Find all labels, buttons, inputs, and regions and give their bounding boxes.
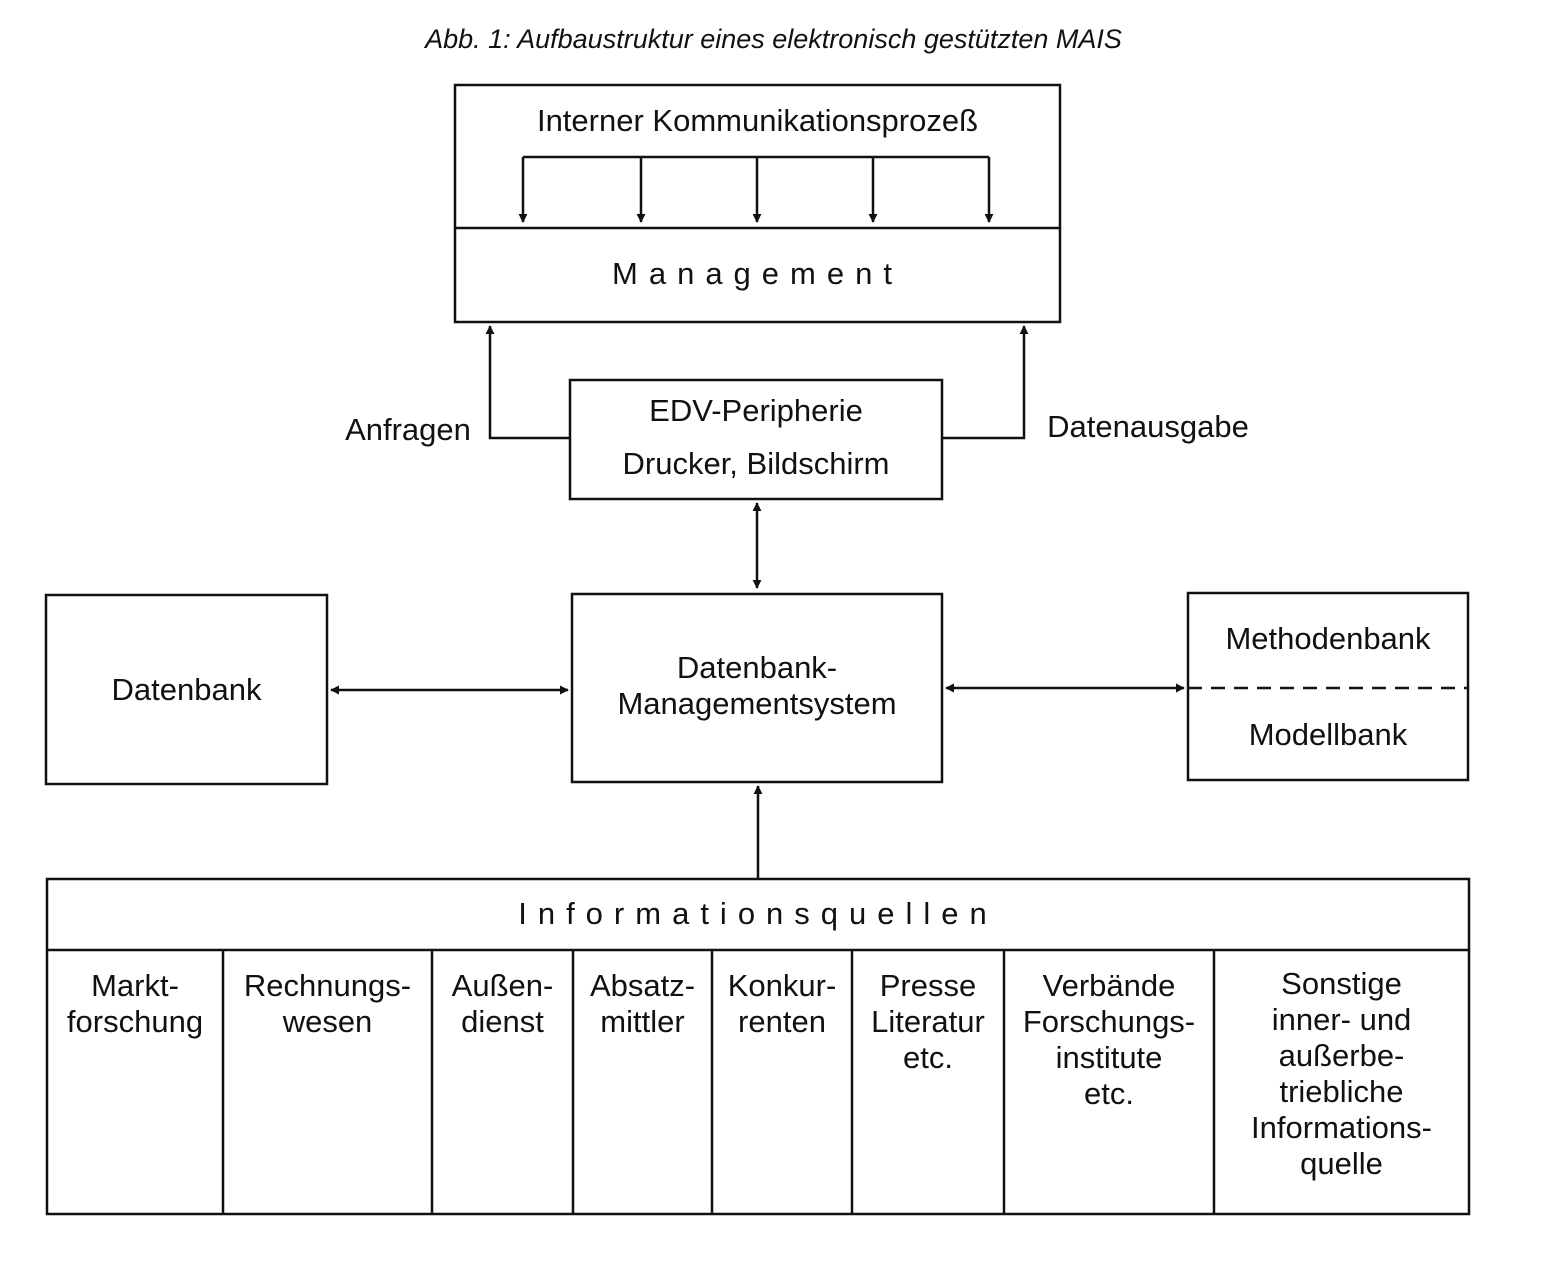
source-verbaende: Verbände Forschungs- institute etc. <box>1022 968 1196 1111</box>
source-absatzmittler: Absatz- mittler <box>589 968 696 1039</box>
datenbank-label: Datenbank <box>111 672 262 707</box>
sources-table <box>45 877 1471 1216</box>
dbms-label: Datenbank- Managementsystem <box>617 650 897 721</box>
source-rechnungswesen: Rechnungs- wesen <box>243 968 412 1039</box>
modellbank-label: Modellbank <box>1248 717 1408 752</box>
figure-title: Abb. 1: Aufbaustruktur eines elektronisc… <box>425 24 1122 54</box>
source-presse: Presse Literatur etc. <box>871 968 985 1075</box>
management-box <box>453 83 1062 324</box>
source-konkurrenten: Konkur- renten <box>727 968 837 1039</box>
informationsquellen-label: Informationsquellen <box>518 896 998 931</box>
dbms-box <box>570 592 944 784</box>
communication-label: Interner Kommunikationsprozeß <box>536 103 979 138</box>
edv-box <box>568 378 944 501</box>
edv-line1: EDV-Peripherie <box>649 393 863 428</box>
anfragen-arrow <box>485 325 570 440</box>
source-sonstige: Sonstige inner- und außerbe- triebliche … <box>1251 966 1432 1181</box>
source-aussendienst: Außen- dienst <box>451 968 554 1039</box>
anfragen-label: Anfragen <box>345 412 471 447</box>
methodenbank-label: Methodenbank <box>1225 621 1431 656</box>
edv-line2: Drucker, Bildschirm <box>622 446 890 481</box>
datenausgabe-arrow <box>942 325 1029 440</box>
source-marktforschung: Markt- forschung <box>66 968 204 1039</box>
datenbank-box <box>44 593 329 786</box>
datenausgabe-label: Datenausgabe <box>1047 409 1249 444</box>
methodenbank-box <box>1186 591 1470 782</box>
management-label: Management <box>612 256 903 291</box>
